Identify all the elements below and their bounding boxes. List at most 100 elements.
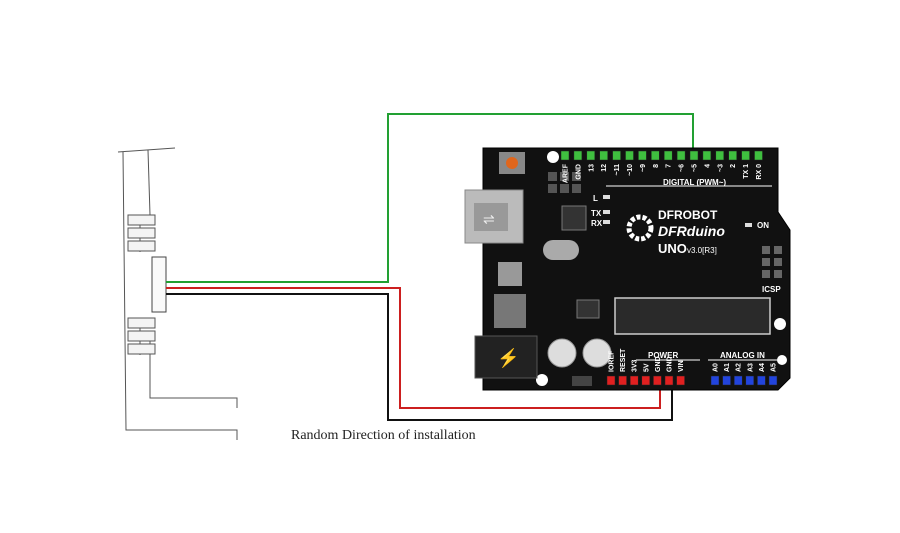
header-pin: [745, 375, 755, 386]
header-pin: [629, 375, 639, 386]
header-pin: [733, 375, 743, 386]
header-pin: [664, 375, 674, 386]
power-title: POWER: [648, 351, 678, 360]
diode: [572, 376, 592, 386]
header-pin: [757, 375, 766, 386]
pin-label: ~10: [627, 164, 634, 176]
pin-label: AREF: [563, 163, 570, 183]
digital-header: [560, 150, 763, 161]
mounting-hole: [536, 374, 548, 386]
pin-label: RX 0: [756, 164, 763, 180]
arduino-board: ⇌ ⚡ DFROBOT DFRduino UNO v3.0[R3]: [464, 147, 791, 391]
red-power-wire: [166, 287, 661, 409]
main-microcontroller: [614, 297, 771, 335]
usb-chip: [561, 205, 587, 231]
header-pin: [663, 150, 673, 161]
status-leds: [603, 195, 752, 227]
header-pin: [689, 150, 699, 161]
brand-line2: DFRduino: [658, 223, 725, 239]
pin-label: ~9: [640, 164, 647, 172]
mounting-hole: [774, 318, 786, 330]
header-pin: [768, 375, 778, 386]
led-label-l: L: [593, 194, 598, 203]
pipe-fittings: [127, 214, 156, 355]
pin-label: 4: [704, 164, 711, 168]
header-pin: [722, 375, 731, 386]
pin-label: A3: [747, 363, 754, 372]
header-pin: [625, 150, 634, 161]
mounting-hole: [547, 151, 559, 163]
board-version: v3.0[R3]: [687, 246, 717, 255]
small-ic: [576, 299, 600, 319]
analog-title: ANALOG IN: [720, 351, 765, 360]
pin-label: ~6: [679, 164, 686, 172]
header-pin: [638, 150, 647, 161]
pin-label: GND: [655, 356, 662, 372]
led-label-rx: RX: [591, 219, 603, 228]
usb-icon: ⇌: [483, 211, 495, 227]
header-pin: [676, 375, 685, 386]
pin-label: A1: [724, 363, 731, 372]
header-pin: [715, 150, 725, 161]
usb-port: [474, 203, 508, 231]
header-pin: [651, 150, 660, 161]
crystal: [543, 240, 579, 260]
pin-label: 5V: [643, 363, 650, 372]
installation-caption: Random Direction of installation: [291, 428, 476, 443]
header-pin: [702, 150, 712, 161]
pin-label: ~3: [717, 164, 724, 172]
header-pin: [728, 150, 737, 161]
pin-label: ~5: [692, 164, 699, 172]
pin-label: VIN: [678, 360, 685, 372]
pin-label: 7: [666, 164, 673, 168]
icsp-label: ICSP: [762, 285, 781, 294]
flow-sensor-body: [151, 256, 167, 313]
pin-label: IOREF: [609, 350, 616, 372]
capacitor: [582, 338, 612, 368]
pin-label: A2: [736, 363, 743, 372]
header-pin: [754, 150, 763, 161]
header-pin: [599, 150, 608, 161]
usb-icsp-header: [548, 172, 581, 193]
pin-label: 2: [730, 164, 737, 168]
dfrobot-logo-icon: [626, 214, 654, 242]
lightning-icon: ⚡: [497, 347, 519, 369]
header-pin: [676, 150, 686, 161]
header-pin: [573, 150, 583, 161]
power-header: [606, 375, 685, 386]
pin-label: GND: [667, 356, 674, 372]
black-ground-wire: [166, 293, 673, 421]
pin-label: A4: [759, 363, 766, 372]
header-pin: [653, 375, 662, 386]
header-pin: [641, 375, 651, 386]
board-model: UNO: [658, 241, 687, 256]
analog-header: [710, 375, 778, 386]
pin-label: RESET: [620, 348, 627, 372]
pin-label: ~11: [614, 164, 621, 176]
pin-label: A5: [771, 363, 778, 372]
pin-label: 3V3: [632, 359, 639, 372]
pin-label: 13: [588, 164, 595, 172]
pin-label: GND: [575, 164, 582, 180]
pin-label: 8: [653, 164, 660, 168]
power-pin-labels: IOREF RESET 3V3 5V GND GND VIN: [609, 348, 686, 372]
header-pin: [710, 375, 720, 386]
pin-label: A0: [713, 363, 720, 372]
header-pin: [612, 150, 621, 161]
header-pin: [586, 150, 596, 161]
analog-pin-labels: A0 A1 A2 A3 A4 A5: [713, 363, 778, 372]
icsp-header: [762, 246, 782, 278]
reset-button: [506, 157, 518, 169]
digital-title: DIGITAL (PWM~): [663, 178, 726, 187]
voltage-regulator: [498, 262, 522, 286]
voltage-regulator-large: [494, 294, 526, 328]
green-signal-wire: [166, 113, 694, 283]
pin-label: 12: [601, 164, 608, 172]
on-label: ON: [757, 221, 769, 230]
header-pin: [560, 150, 570, 161]
capacitor: [547, 338, 577, 368]
brand-line1: DFROBOT: [658, 208, 718, 222]
header-pin: [741, 150, 750, 161]
